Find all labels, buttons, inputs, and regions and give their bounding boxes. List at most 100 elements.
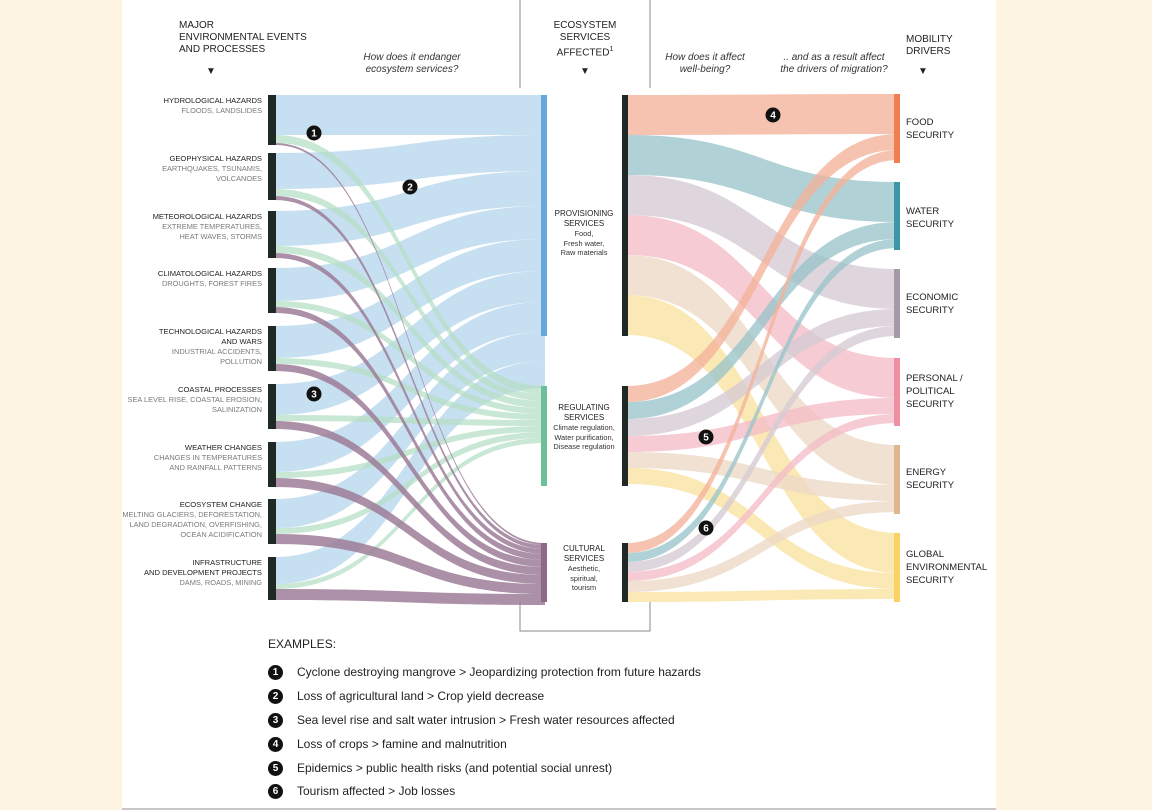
example-number-badge: 1 <box>268 664 283 680</box>
driver-node-bar <box>894 94 900 163</box>
flow-band <box>627 222 898 419</box>
service-node-bar <box>622 386 628 486</box>
flow-band <box>275 307 545 560</box>
services-arrow-icon: ▼ <box>580 66 590 77</box>
flow-band <box>627 295 898 573</box>
event-title: CLIMATOLOGICAL HAZARDS <box>157 269 262 278</box>
flow-band <box>275 143 545 545</box>
guide-line <box>519 602 651 632</box>
example-marker-number: 1 <box>311 129 317 140</box>
example-text: Tourism affected > Job losses <box>297 784 456 798</box>
example-item: 2 Loss of agricultural land > Crop yield … <box>268 686 544 706</box>
flow-band <box>275 432 545 534</box>
service-subtitle: Climate regulation, Water purification, … <box>553 423 615 451</box>
event-to-service-flows <box>275 95 545 605</box>
event-subtitle: INDUSTRIAL ACCIDENTS, POLLUTION <box>171 347 262 366</box>
flow-band <box>627 94 898 135</box>
example-marker-number: 5 <box>703 433 709 444</box>
example-number-badge: 4 <box>268 736 283 752</box>
event-subtitle: CHANGES IN TEMPERATURES AND RAINFALL PAT… <box>153 453 262 472</box>
service-node-bar <box>622 543 628 602</box>
flow-band <box>275 438 545 589</box>
flow-band <box>275 196 545 549</box>
service-to-driver-flows <box>627 94 898 602</box>
event-node-bar <box>268 557 276 600</box>
driver-energy: ENERGY SECURITY <box>906 467 955 491</box>
header-guide-lines <box>519 0 651 632</box>
event-node-bar <box>268 211 276 258</box>
flow-band <box>275 421 545 575</box>
event-title: COASTAL PROCESSES <box>178 385 262 394</box>
service-title: REGULATING SERVICES <box>558 403 610 422</box>
services-header-footnote: 1 <box>609 46 614 53</box>
flow-band <box>275 135 545 394</box>
event-subtitle: FLOODS, LANDSLIDES <box>181 106 263 115</box>
services-header: ECOSYSTEM SERVICES AFFECTED1 <box>545 20 625 59</box>
events-header: MAJOR ENVIRONMENTAL EVENTS AND PROCESSES <box>179 20 307 55</box>
example-number-badge: 2 <box>268 688 283 704</box>
drivers-arrow-icon: ▼ <box>918 66 928 77</box>
flow-band <box>275 364 545 567</box>
flow-band <box>275 358 545 420</box>
driver-personal: PERSONAL / POLITICAL SECURITY <box>906 373 963 410</box>
example-marker-number: 6 <box>703 524 709 535</box>
event-title: GEOPHYSICAL HAZARDS <box>169 154 262 163</box>
example-text: Cyclone destroying mangrove > Jeopardizi… <box>297 665 701 679</box>
example-text: Loss of agricultural land > Crop yield d… <box>297 689 545 703</box>
flow-band <box>627 414 898 581</box>
driver-food: FOOD SECURITY <box>906 117 955 141</box>
event-subtitle: SEA LEVEL RISE, COASTAL EROSION, SALINIZ… <box>127 395 262 414</box>
flow-band <box>275 206 545 301</box>
wellbeing-question: How does it affect well-being? <box>665 52 745 75</box>
service-color-bar <box>541 386 547 486</box>
event-node-bar <box>268 95 276 145</box>
event-subtitle: EXTREME TEMPERATURES, HEAT WAVES, STORMS <box>162 222 262 241</box>
event-node-bar <box>268 153 276 200</box>
flow-band <box>275 246 545 408</box>
flow-band <box>275 135 545 189</box>
event-title: TECHNOLOGICAL HAZARDS AND WARS <box>158 327 262 346</box>
flow-band <box>627 468 898 589</box>
event-subtitle: EARTHQUAKES, TSUNAMIS, VOLCANOES <box>162 164 262 183</box>
example-text: Epidemics > public health risks (and pot… <box>297 761 613 775</box>
flow-band <box>275 95 545 135</box>
example-marker <box>698 429 714 445</box>
event-title: INFRASTRUCTURE AND DEVELOPMENT PROJECTS <box>143 558 262 577</box>
example-marker-number: 3 <box>311 390 317 401</box>
example-marker-number: 4 <box>770 111 776 122</box>
example-marker-number: 2 <box>407 183 413 194</box>
flow-band <box>275 189 545 401</box>
flow-band <box>627 589 898 602</box>
flow-band <box>275 253 545 554</box>
example-marker <box>306 386 322 402</box>
driver-water: WATER SECURITY <box>906 206 955 230</box>
flow-band <box>275 301 545 414</box>
driver-node-bar <box>894 445 900 514</box>
driver-node-bar <box>894 358 900 426</box>
flow-band <box>275 332 545 528</box>
driver-global: GLOBAL ENVIRONMENTAL SECURITY <box>906 549 988 586</box>
example-text: Sea level rise and salt water intrusion … <box>297 713 675 727</box>
example-number-badge: 3 <box>268 712 283 728</box>
endanger-question: How does it endanger ecosystem services? <box>363 52 461 75</box>
event-node-bar <box>268 326 276 371</box>
driver-economic: ECONOMIC SECURITY <box>906 292 959 316</box>
event-node-bar <box>268 384 276 429</box>
flow-band <box>275 171 545 246</box>
example-item: 3 Sea level rise and salt water intrusion… <box>268 710 675 730</box>
flow-band <box>275 589 545 605</box>
flow-band <box>627 326 898 572</box>
service-subtitle: Food, Fresh water, Raw materials <box>560 229 608 257</box>
example-item: 1 Cyclone destroying mangrove > Jeopardiz… <box>268 662 701 682</box>
flow-band <box>627 309 898 436</box>
